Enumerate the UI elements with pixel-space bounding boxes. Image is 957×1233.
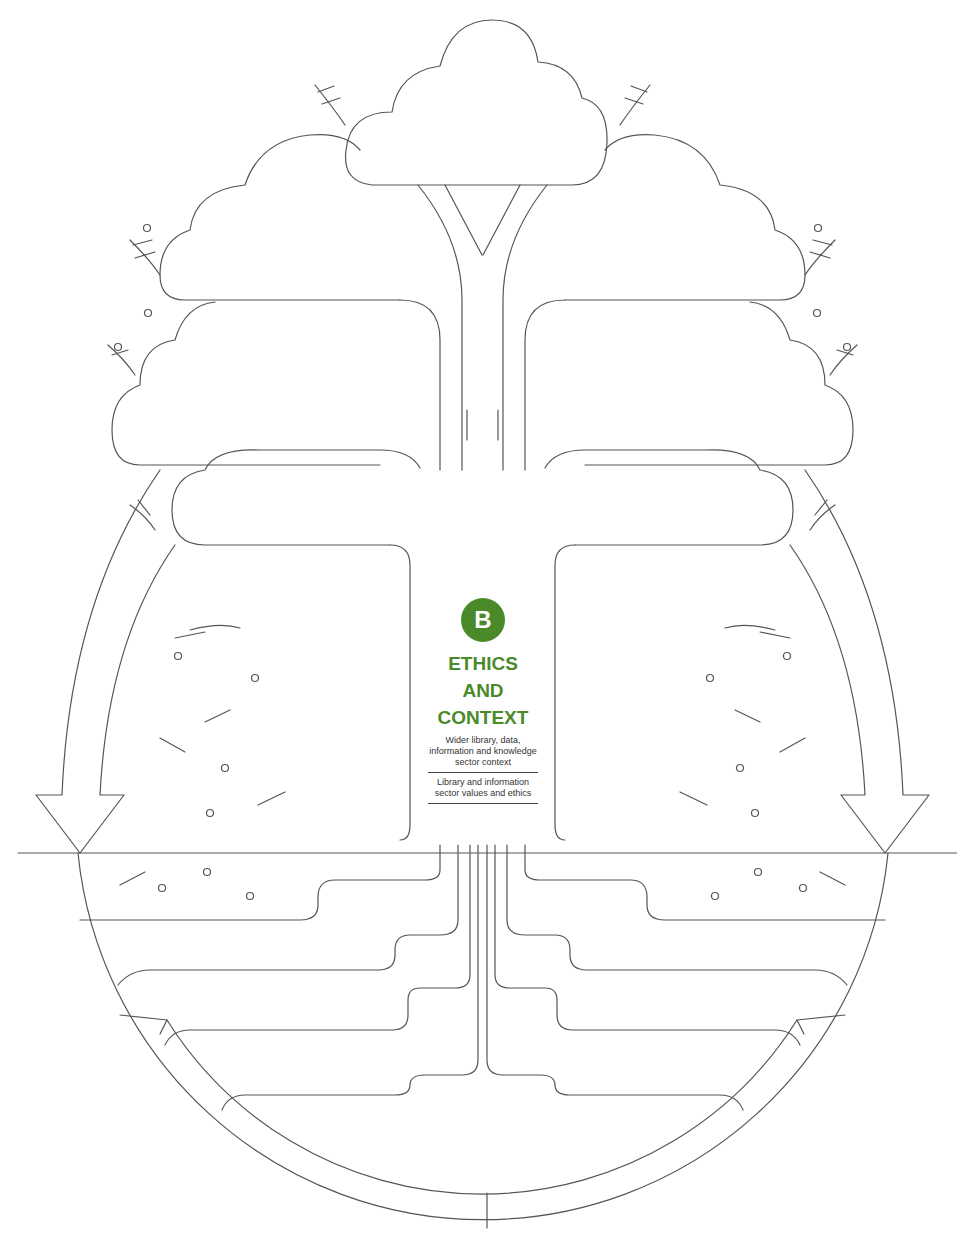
subtopic-text: Library and information sector values an… (429, 773, 537, 803)
badge-letter: B (474, 608, 491, 632)
section-heading: ETHICS AND CONTEXT (433, 650, 533, 731)
subtopic-text: Wider library, data, information and kno… (429, 731, 537, 772)
divider-line (428, 772, 538, 773)
divider-line (428, 803, 538, 804)
ethics-panel: B ETHICS AND CONTEXTWider library, data, … (418, 598, 548, 804)
letter-badge: B (461, 598, 505, 642)
